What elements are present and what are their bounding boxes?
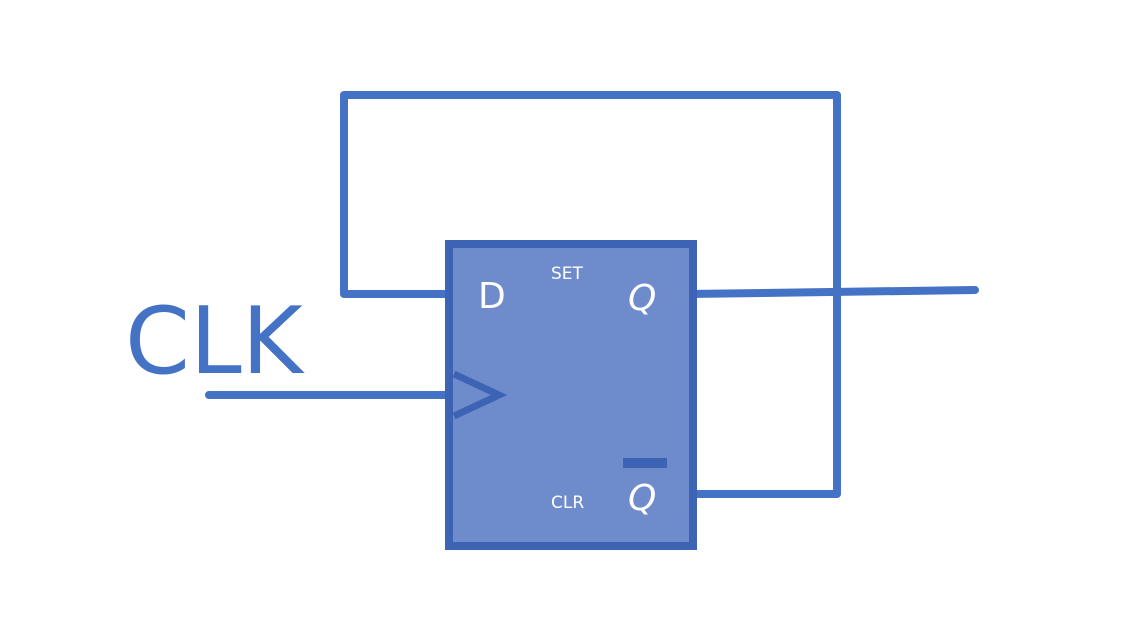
set-label: SET xyxy=(551,264,584,284)
clock-triangle-icon xyxy=(452,370,508,420)
d-input-label: D xyxy=(478,276,506,317)
clr-label: CLR xyxy=(551,493,584,513)
d-flip-flop-block xyxy=(445,240,697,550)
q-output-label: Q xyxy=(628,278,656,319)
q-bar-overline xyxy=(623,458,667,468)
feedback-wire xyxy=(340,91,841,498)
q-bar-output-label: Q xyxy=(628,478,656,519)
clk-label: CLK xyxy=(125,287,305,395)
q-output-wire xyxy=(684,286,979,298)
